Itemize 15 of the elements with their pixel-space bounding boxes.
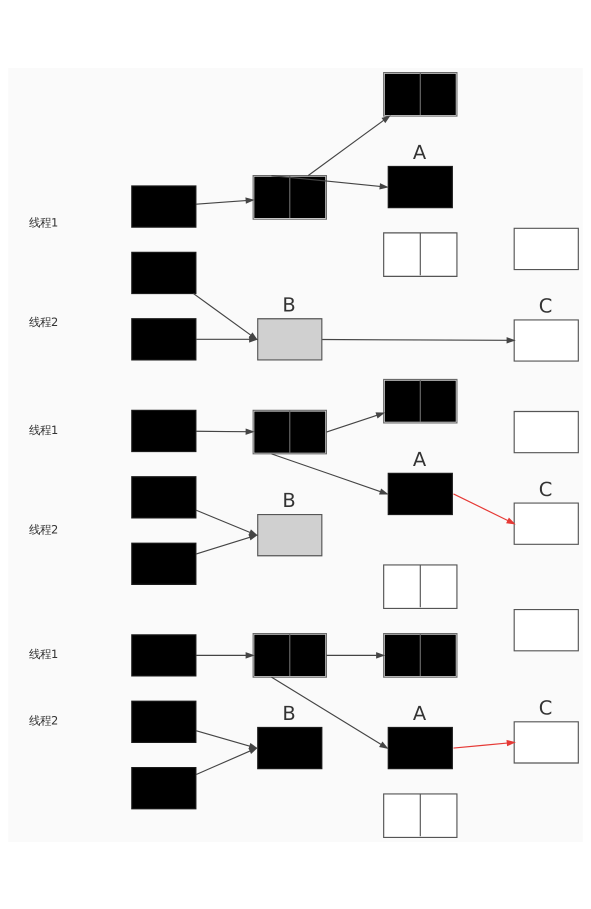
label: 线程2 — [28, 522, 58, 536]
node-label: A — [412, 702, 426, 725]
node-label: A — [412, 447, 426, 470]
node-label: C — [538, 696, 552, 719]
label: 线程2 — [28, 713, 58, 728]
node-label: A — [412, 140, 426, 164]
node-label: C — [538, 477, 552, 500]
label: 线程1 — [28, 215, 58, 230]
label: 线程1 — [28, 422, 58, 436]
node-label: B — [282, 292, 296, 316]
node-label: C — [538, 294, 552, 318]
node-label: B — [282, 488, 296, 512]
label: 线程2 — [28, 314, 58, 329]
label: 线程1 — [28, 646, 58, 661]
node-label: B — [282, 702, 296, 725]
